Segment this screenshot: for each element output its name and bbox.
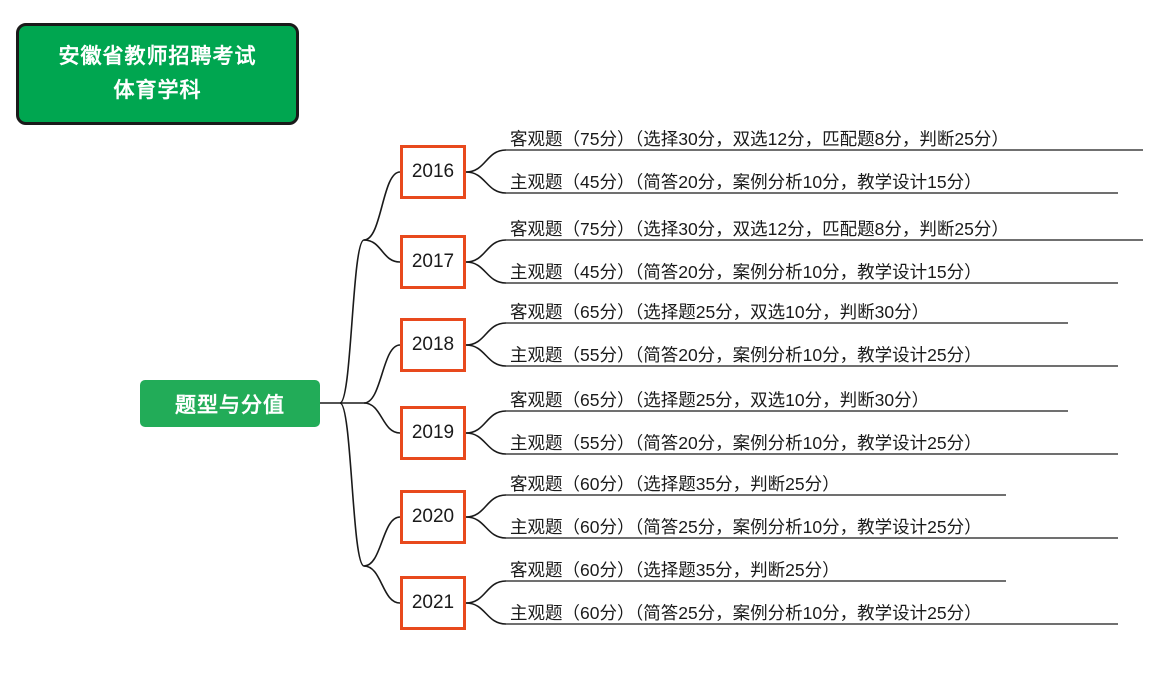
year-node-2016: 2016 [400,145,466,199]
leaf-2019-objective: 客观题（65分）（选择题25分，双选10分，判断30分） [510,390,930,410]
title-line-2: 体育学科 [113,79,202,102]
year-label: 2018 [411,334,455,355]
leaf-2017-objective: 客观题（75分）（选择30分，双选12分，匹配题8分，判断25分） [510,219,1009,239]
leaf-2017-subjective: 主观题（45分）（简答20分，案例分析10分，教学设计15分） [510,262,982,282]
diagram-title-box: 安徽省教师招聘考试 体育学科 [16,23,299,125]
title-line-1: 安徽省教师招聘考试 [58,45,257,68]
leaf-2020-objective: 客观题（60分）（选择题35分，判断25分） [510,474,840,494]
year-label: 2021 [411,592,455,613]
year-node-2020: 2020 [400,490,466,544]
root-node-label: 题型与分值 [175,393,285,417]
leaf-2019-subjective: 主观题（55分）（简答20分，案例分析10分，教学设计25分） [510,433,982,453]
year-label: 2020 [411,506,455,527]
year-label: 2016 [411,161,455,182]
year-node-2018: 2018 [400,318,466,372]
leaf-2021-subjective: 主观题（60分）（简答25分，案例分析10分，教学设计25分） [510,603,982,623]
year-label: 2019 [411,422,455,443]
leaf-2018-subjective: 主观题（55分）（简答20分，案例分析10分，教学设计25分） [510,345,982,365]
year-node-2017: 2017 [400,235,466,289]
year-node-2021: 2021 [400,576,466,630]
leaf-2018-objective: 客观题（65分）（选择题25分，双选10分，判断30分） [510,302,930,322]
leaf-2016-subjective: 主观题（45分）（简答20分，案例分析10分，教学设计15分） [510,172,982,192]
year-label: 2017 [411,251,455,272]
leaf-2016-objective: 客观题（75分）（选择30分，双选12分，匹配题8分，判断25分） [510,129,1009,149]
year-node-2019: 2019 [400,406,466,460]
leaf-2021-objective: 客观题（60分）（选择题35分，判断25分） [510,560,840,580]
root-node: 题型与分值 [140,380,320,427]
leaf-2020-subjective: 主观题（60分）（简答25分，案例分析10分，教学设计25分） [510,517,982,537]
